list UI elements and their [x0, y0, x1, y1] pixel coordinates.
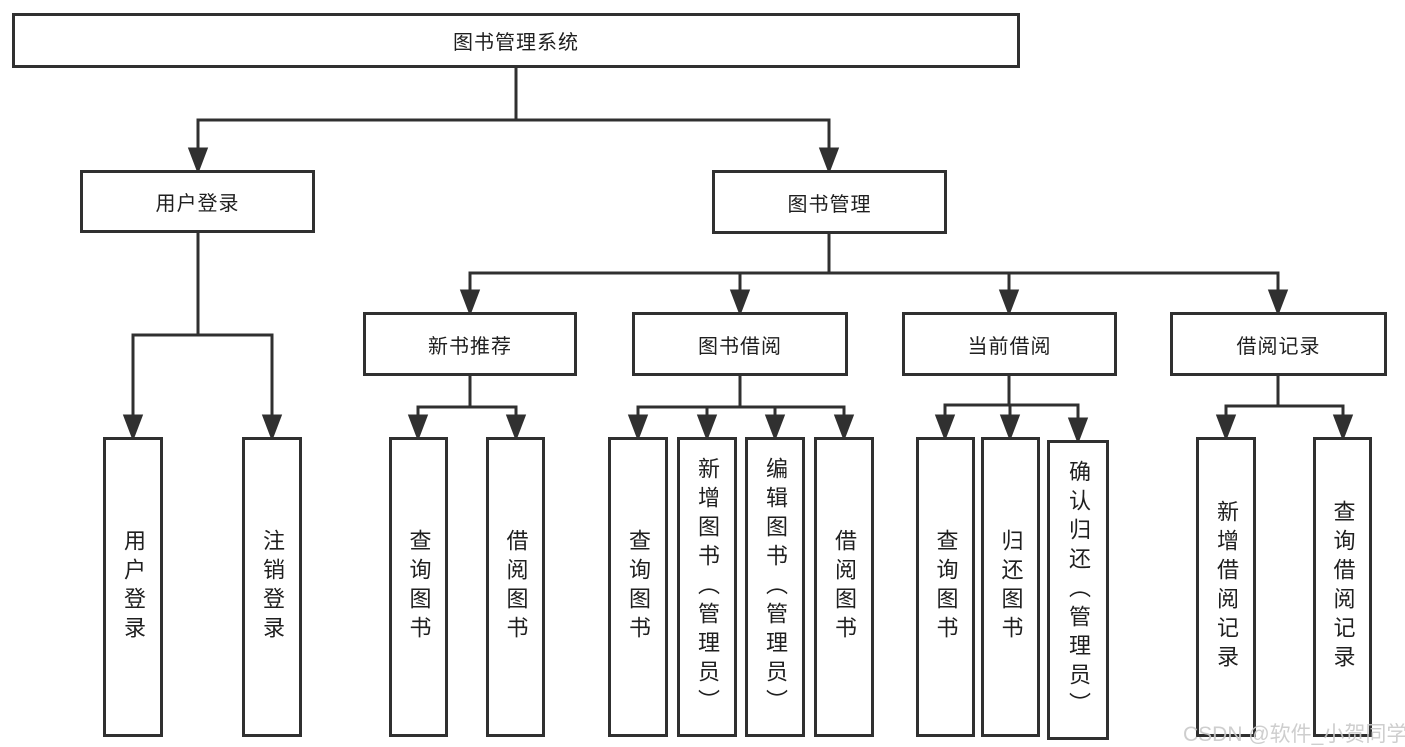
leaf-cb-query-books: 查询图书 — [916, 437, 975, 737]
arrow-down-icon — [1215, 414, 1237, 442]
node-borrowing-records: 借阅记录 — [1170, 312, 1387, 376]
leaf-bb-borrow-books: 借阅图书 — [814, 437, 874, 737]
node-user-login: 用户登录 — [80, 170, 315, 233]
arrow-down-icon — [627, 414, 649, 442]
leaf-cb-confirm-return-admin: 确认归还（管理员） — [1047, 440, 1109, 740]
arrow-down-icon — [833, 414, 855, 442]
arrow-down-icon — [407, 414, 429, 442]
connector-new-book-recommendation — [407, 375, 527, 442]
arrow-down-icon — [696, 414, 718, 442]
node-root: 图书管理系统 — [12, 13, 1020, 68]
leaf-user-login: 用户登录 — [103, 437, 163, 737]
arrow-down-icon — [1332, 414, 1354, 442]
leaf-bb-query-books: 查询图书 — [608, 437, 668, 737]
leaf-cb-return-books: 归还图书 — [981, 437, 1040, 737]
leaf-bb-add-book-admin: 新增图书（管理员） — [677, 437, 737, 737]
arrow-down-icon — [261, 414, 283, 442]
node-new-book-recommendation: 新书推荐 — [363, 312, 577, 376]
arrow-down-icon — [818, 147, 840, 175]
leaf-nb-borrow-books: 借阅图书 — [486, 437, 545, 737]
leaf-nb-query-books: 查询图书 — [389, 437, 448, 737]
arrow-down-icon — [729, 289, 751, 317]
arrow-down-icon — [999, 414, 1021, 442]
connector-book-borrowing — [627, 375, 855, 442]
arrow-down-icon — [1067, 417, 1089, 445]
connector-current-borrowing — [934, 375, 1089, 445]
connector-root — [187, 68, 840, 175]
leaf-bb-edit-book-admin: 编辑图书（管理员） — [745, 437, 805, 737]
arrow-down-icon — [998, 289, 1020, 317]
arrow-down-icon — [1267, 289, 1289, 317]
connector-book-management — [459, 233, 1289, 317]
leaf-logout: 注销登录 — [242, 437, 302, 737]
node-book-management: 图书管理 — [712, 170, 947, 234]
connector-user-login — [122, 232, 283, 442]
arrow-down-icon — [459, 289, 481, 317]
arrow-down-icon — [122, 414, 144, 442]
node-book-borrowing: 图书借阅 — [632, 312, 848, 376]
node-current-borrowing: 当前借阅 — [902, 312, 1117, 376]
watermark: CSDN @软件_小贺同学 — [1183, 723, 1405, 746]
leaf-br-query-record: 查询借阅记录 — [1313, 437, 1372, 737]
leaf-br-add-record: 新增借阅记录 — [1196, 437, 1256, 737]
connector-borrowing-records — [1215, 375, 1354, 442]
arrow-down-icon — [934, 414, 956, 442]
arrow-down-icon — [505, 414, 527, 442]
arrow-down-icon — [187, 147, 209, 175]
arrow-down-icon — [764, 414, 786, 442]
